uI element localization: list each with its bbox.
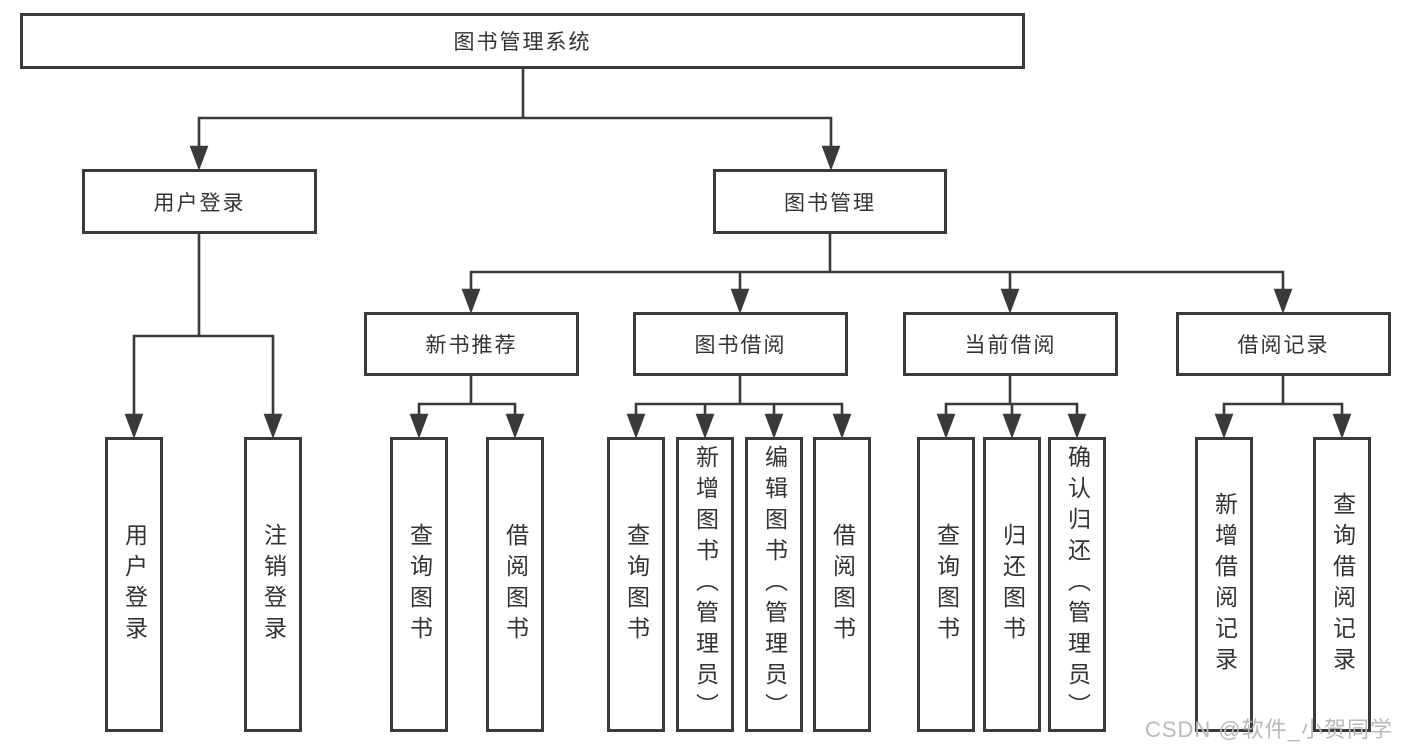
- leaf-recommend-borrow-books: 借阅图书: [486, 437, 544, 732]
- node-borrow-records: 借阅记录: [1176, 312, 1391, 376]
- node-user-login: 用户登录: [82, 169, 317, 234]
- leaf-logout: 注销登录: [244, 437, 302, 732]
- connector-login: [125, 234, 282, 437]
- node-label: 注销登录: [260, 522, 287, 647]
- connector-root: [190, 69, 840, 169]
- connector-section-recommend: [410, 376, 524, 437]
- node-label: 新增借阅记录: [1211, 491, 1238, 678]
- node-book-borrow: 图书借阅: [633, 312, 848, 376]
- node-label: 查询图书: [623, 522, 650, 647]
- connector-section-borrow: [627, 376, 851, 437]
- node-label: 借阅图书: [829, 522, 856, 647]
- leaf-user-login: 用户登录: [105, 437, 163, 732]
- node-current-borrow: 当前借阅: [903, 312, 1118, 376]
- node-label: 查询图书: [406, 522, 433, 647]
- node-label: 编辑图书（管理员）: [761, 445, 788, 724]
- node-new-book-recommend: 新书推荐: [364, 312, 579, 376]
- leaf-current-confirm-return-admin: 确认归还（管理员）: [1048, 437, 1106, 732]
- connector-section-records: [1215, 376, 1351, 437]
- watermark: CSDN @软件_小贺同学: [1144, 717, 1393, 742]
- node-label: 归还图书: [999, 522, 1026, 647]
- node-label: 确认归还（管理员）: [1064, 445, 1091, 724]
- leaf-recommend-query-books: 查询图书: [390, 437, 448, 732]
- connector-mgmt: [462, 234, 1292, 312]
- node-library-system: 图书管理系统: [20, 13, 1025, 69]
- node-label: 新增图书（管理员）: [692, 445, 719, 724]
- leaf-borrow-edit-books-admin: 编辑图书（管理员）: [745, 437, 803, 732]
- node-label: 查询借阅记录: [1329, 491, 1356, 678]
- leaf-current-query-books: 查询图书: [917, 437, 975, 732]
- leaf-borrow-add-books-admin: 新增图书（管理员）: [676, 437, 734, 732]
- leaf-borrow-borrow-books: 借阅图书: [813, 437, 871, 732]
- leaf-current-return-books: 归还图书: [983, 437, 1041, 732]
- leaf-records-add-record: 新增借阅记录: [1195, 437, 1253, 732]
- node-book-management: 图书管理: [713, 169, 947, 234]
- node-label: 用户登录: [121, 522, 148, 647]
- leaf-borrow-query-books: 查询图书: [607, 437, 665, 732]
- leaf-records-query-record: 查询借阅记录: [1313, 437, 1371, 732]
- node-label: 查询图书: [933, 522, 960, 647]
- connector-section-current: [937, 376, 1086, 437]
- node-label: 借阅图书: [502, 522, 529, 647]
